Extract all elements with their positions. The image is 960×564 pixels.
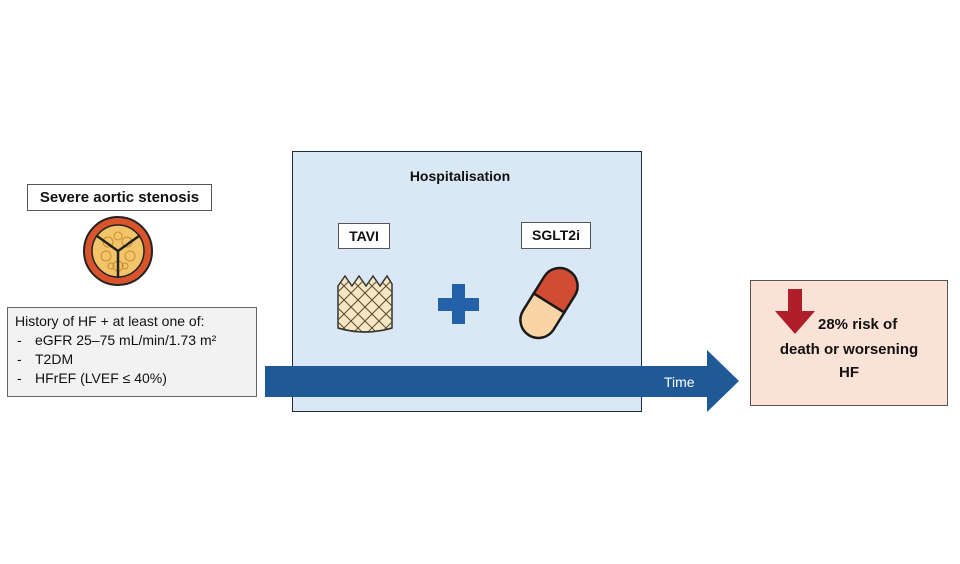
- tavi-stent-icon: [337, 274, 393, 333]
- time-arrow: [265, 350, 739, 412]
- criteria-box: History of HF + at least one of: - eGFR …: [7, 307, 257, 397]
- decrease-arrow-icon: [775, 289, 815, 334]
- criteria-item: - eGFR 25–75 mL/min/1.73 m²: [17, 332, 217, 348]
- outcome-panel: [750, 280, 948, 406]
- tavi-label: TAVI: [338, 223, 390, 249]
- criteria-item: - HFrEF (LVEF ≤ 40%): [17, 370, 167, 386]
- condition-label: Severe aortic stenosis: [27, 184, 212, 211]
- outcome-line-3: HF: [839, 364, 859, 381]
- hospitalisation-title: Hospitalisation: [409, 168, 511, 184]
- outcome-line-1: 28% risk of: [818, 316, 898, 333]
- pill-icon: [519, 266, 579, 340]
- aortic-valve-icon: [83, 216, 153, 286]
- plus-icon: [438, 284, 479, 324]
- outcome-line-2: death or worsening: [779, 341, 919, 358]
- sglt2i-label: SGLT2i: [521, 222, 591, 249]
- criteria-item: - T2DM: [17, 351, 74, 367]
- criteria-heading: History of HF + at least one of:: [15, 313, 205, 329]
- time-label: Time: [664, 374, 695, 390]
